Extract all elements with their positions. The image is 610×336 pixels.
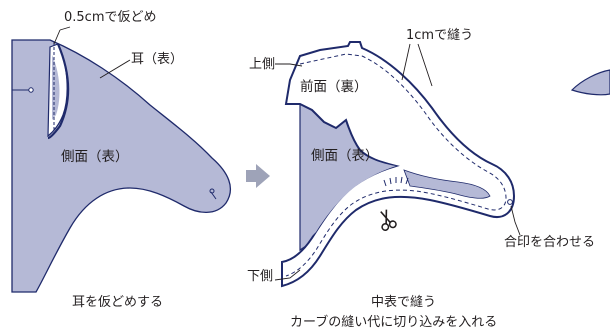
seam-line bbox=[285, 53, 507, 277]
front-piece-lining bbox=[281, 41, 516, 288]
lower-side-label: 下側 bbox=[247, 269, 274, 284]
match-mark-label: 合印を合わせる bbox=[504, 235, 596, 250]
side-body-piece bbox=[11, 39, 231, 293]
tack-label: 0.5cmで仮どめ bbox=[64, 10, 157, 25]
front-lining-label: 前面（裏） bbox=[300, 79, 368, 95]
arrow-right-icon bbox=[246, 164, 270, 188]
next-step-piece bbox=[570, 69, 610, 96]
step1-illustration bbox=[11, 26, 231, 293]
step2-caption-line2: カーブの縫い代に切り込みを入れる bbox=[290, 315, 498, 330]
seam-allowance-label: 1cmで縫う bbox=[406, 28, 474, 43]
side-label-step1: 側面（表） bbox=[61, 149, 129, 165]
ear-label: 耳（表） bbox=[131, 52, 184, 67]
side-label-step2: 側面（表） bbox=[311, 148, 379, 164]
step1-caption: 耳を仮どめする bbox=[72, 295, 164, 310]
step2-caption-line1: 中表で縫う bbox=[371, 295, 437, 310]
upper-side-label: 上側 bbox=[249, 57, 276, 72]
notch-mark-icon bbox=[383, 176, 409, 187]
step2-illustration bbox=[274, 41, 521, 288]
scissors-icon bbox=[380, 209, 397, 231]
